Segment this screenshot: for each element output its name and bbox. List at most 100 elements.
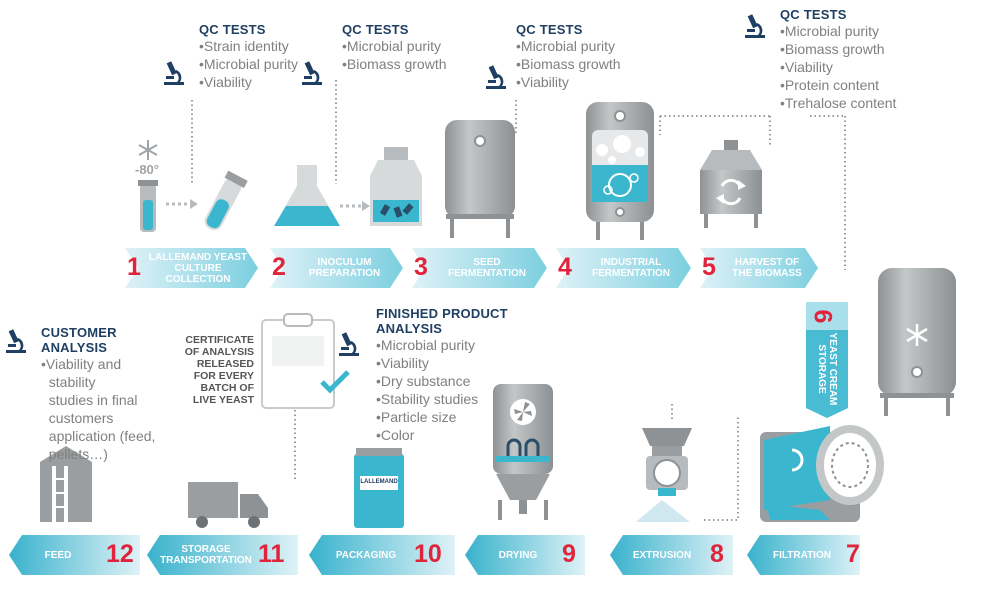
customer-analysis: CUSTOMER ANALYSIS •Viability and stabili… — [41, 325, 171, 463]
separator-icon — [700, 140, 762, 228]
banner-step-2 — [270, 248, 403, 288]
qc-item: •Microbial purity — [342, 38, 442, 54]
finished-product-analysis: FINISHED PRODUCT ANALYSIS •Microbial pur… — [376, 306, 508, 444]
qc-title: QC TESTS — [780, 7, 847, 22]
step-label-line: PACKAGING — [335, 550, 397, 561]
step-label-10: PACKAGING — [324, 550, 408, 561]
banner-step-9 — [465, 535, 585, 575]
customer-item: studies in final — [41, 392, 138, 408]
step-number: 9 — [562, 540, 576, 568]
qc-item: •Strain identity — [199, 38, 289, 54]
microscope-icon — [745, 14, 765, 38]
step-label-line: HARVEST OF — [734, 257, 800, 268]
qc-tests-industrial: QC TESTS •Microbial purity •Biomass grow… — [780, 7, 896, 112]
customer-item: stability — [41, 374, 96, 390]
step-label-line: FERMENTATION — [448, 268, 526, 279]
step-label-line: THE BIOMASS — [732, 268, 802, 279]
qc-item: •Viability — [516, 74, 569, 90]
certificate-line: OF ANALYSIS — [184, 346, 254, 358]
step-label-11: STORAGE TRANSPORTATION — [160, 544, 252, 566]
banner-step-10 — [309, 535, 455, 575]
step-number: 1 — [127, 253, 141, 281]
qc-item: •Biomass growth — [342, 56, 447, 72]
industrial-fermenter-icon — [586, 102, 654, 240]
step-label-12: FEED — [26, 550, 90, 561]
step-label-line: LALLEMAND YEAST — [148, 252, 248, 263]
microscope-icon — [486, 65, 506, 89]
snowflake-icon — [138, 140, 158, 160]
step-number: 8 — [710, 540, 724, 568]
step-number: 3 — [414, 253, 428, 281]
banner-step-7 — [747, 535, 860, 575]
qc-item: •Protein content — [780, 77, 880, 93]
step-label-line: COLLECTION — [165, 274, 231, 285]
banner-step-3 — [412, 248, 547, 288]
customer-title: ANALYSIS — [41, 340, 108, 355]
extruder-icon — [636, 428, 692, 522]
cream-storage-tank-icon — [878, 268, 956, 416]
step-label-5: HARVEST OF THE BIOMASS — [724, 257, 810, 279]
finished-item: •Particle size — [376, 409, 457, 425]
microscope-icon — [164, 61, 184, 85]
fluid-bed-dryer-icon — [493, 384, 553, 520]
step-label-line: EXTRUSION — [632, 550, 692, 561]
customer-title: CUSTOMER — [41, 325, 117, 340]
feed-silo-icon — [40, 446, 92, 522]
customer-item: •Viability and — [41, 356, 122, 372]
finished-title: FINISHED PRODUCT — [376, 306, 508, 321]
qc-item: •Viability — [780, 59, 833, 75]
finished-title: ANALYSIS — [376, 321, 443, 336]
test-tube-icon — [204, 170, 248, 231]
certificate-line: LIVE YEAST — [192, 394, 254, 406]
qc-tests-inoculum: QC TESTS •Microbial purity •Biomass grow… — [342, 22, 447, 73]
truck-icon — [188, 482, 268, 528]
step-label-7: FILTRATION — [762, 550, 842, 561]
step-label-line: PREPARATION — [308, 268, 381, 279]
culture-bottle-icon — [370, 147, 422, 226]
customer-item: pellets…) — [41, 446, 108, 462]
step-label-line: INOCULUM — [317, 257, 372, 268]
seed-fermenter-icon — [445, 120, 515, 238]
freezer-temperature: -80° — [135, 162, 159, 177]
qc-item: •Microbial purity — [780, 23, 880, 39]
microscope-icon — [6, 329, 26, 353]
banner-step-5 — [700, 248, 818, 288]
step-label-line: DRYING — [498, 550, 538, 561]
rotary-filter-icon — [760, 425, 884, 522]
qc-title: QC TESTS — [199, 22, 266, 37]
step-label-line: INDUSTRIAL — [600, 257, 662, 268]
step-label-line: YEAST CREAM — [827, 332, 838, 406]
step-label-line: CULTURE — [174, 263, 222, 274]
banner-step-4 — [556, 248, 691, 288]
qc-item: •Microbial purity — [199, 56, 299, 72]
step-label-line: SEED — [473, 257, 501, 268]
step-label-4: INDUSTRIAL FERMENTATION — [582, 257, 680, 279]
step-label-1: LALLEMAND YEAST CULTURE COLLECTION — [148, 252, 248, 285]
step-number: 6 — [808, 309, 837, 324]
step-number: 5 — [702, 253, 716, 281]
step-label-3: SEED FERMENTATION — [438, 257, 536, 279]
bag-brand-label: LALLEMAND — [360, 479, 398, 485]
connector-lines — [191, 80, 846, 521]
qc-item: •Biomass growth — [780, 41, 885, 57]
certificate-line: CERTIFICATE — [185, 334, 254, 346]
step-label-6: YEAST CREAM STORAGE — [816, 326, 838, 412]
qc-tests-seed: QC TESTS •Microbial purity •Biomass grow… — [516, 22, 621, 91]
qc-title: QC TESTS — [342, 22, 409, 37]
flask-icon — [274, 165, 340, 226]
qc-item: •Microbial purity — [516, 38, 616, 54]
finished-item: •Viability — [376, 355, 429, 371]
step-number: 11 — [258, 540, 285, 568]
product-bag-icon — [354, 448, 404, 528]
finished-item: •Stability studies — [376, 391, 479, 407]
certificate-line: RELEASED — [196, 358, 254, 370]
step-label-line: FEED — [44, 550, 72, 561]
microscope-icon — [339, 332, 359, 356]
qc-item: •Trehalose content — [780, 95, 897, 111]
qc-item: •Biomass growth — [516, 56, 621, 72]
test-tube-rack-icon — [138, 180, 158, 232]
microscope-icon — [302, 61, 322, 85]
certificate-line: FOR EVERY — [193, 370, 254, 382]
step-label-line: FILTRATION — [773, 550, 831, 561]
banner-step-6 — [806, 302, 848, 418]
